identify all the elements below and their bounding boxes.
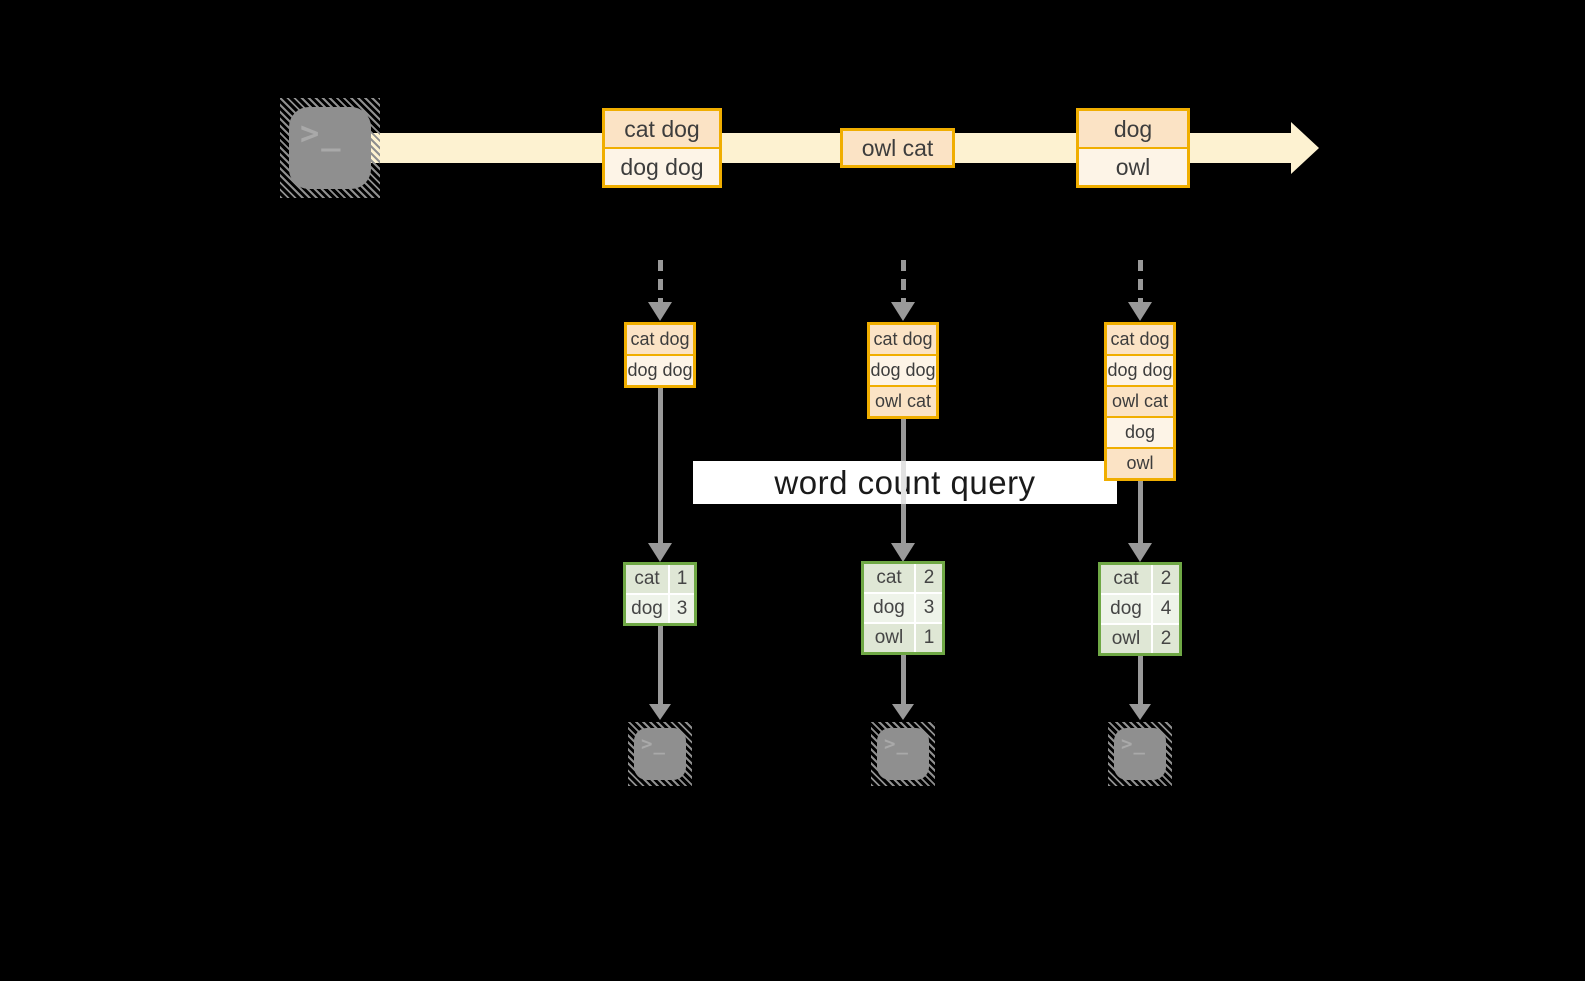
snapshot-stack-1: cat dog dog dog — [624, 322, 696, 388]
query-label-text: word count query — [774, 463, 1036, 501]
word-cell: dog — [626, 595, 668, 623]
arrowhead-sink3-icon — [1129, 704, 1151, 720]
arrow-table1-to-sink1 — [658, 624, 663, 704]
stack-cell: owl cat — [1107, 387, 1173, 416]
terminal-prompt-glyph: >_ — [1121, 733, 1146, 755]
arrowhead-sink1-icon — [649, 704, 671, 720]
stream-record: dog — [1079, 111, 1187, 147]
stream-record-box-2: owl cat — [840, 128, 955, 168]
stream-record: owl cat — [843, 131, 952, 165]
arrow-table2-to-sink2 — [901, 653, 906, 704]
stream-record-box-3: dog owl — [1076, 108, 1190, 188]
word-cell: owl — [864, 624, 914, 652]
stream-record-box-1: cat dog dog dog — [602, 108, 722, 188]
source-terminal-icon: >_ — [280, 98, 380, 198]
arrow-stack1-to-table1 — [658, 386, 663, 544]
terminal-body — [877, 728, 929, 780]
count-cell: 3 — [916, 594, 942, 622]
sink-terminal-icon-2: >_ — [871, 722, 935, 786]
result-table-2: cat 2 dog 3 owl 1 — [861, 561, 945, 655]
result-table-1: cat 1 dog 3 — [623, 562, 697, 626]
word-cell: cat — [864, 564, 914, 592]
stack-cell: dog — [1107, 418, 1173, 447]
stream-record: dog dog — [605, 149, 719, 185]
stream-record: owl — [1079, 149, 1187, 185]
count-cell: 2 — [1153, 565, 1179, 593]
dashed-arrowhead-col3-icon — [1128, 302, 1152, 321]
stack-cell: dog dog — [627, 356, 693, 385]
table-row: owl 2 — [1101, 625, 1179, 653]
word-count-query-label: word count query — [693, 461, 1117, 504]
arrowhead-table3-icon — [1128, 543, 1152, 562]
table-row: dog 4 — [1101, 595, 1179, 623]
terminal-body — [1114, 728, 1166, 780]
snapshot-stack-3: cat dog dog dog owl cat dog owl — [1104, 322, 1176, 481]
stack-cell: dog dog — [1107, 356, 1173, 385]
table-row: owl 1 — [864, 624, 942, 652]
terminal-prompt-glyph: >_ — [300, 114, 343, 152]
arrowhead-table1-icon — [648, 543, 672, 562]
arrow-stack3-to-table3 — [1138, 480, 1143, 544]
dashed-arrow-col3 — [1138, 260, 1143, 302]
sink-terminal-icon-3: >_ — [1108, 722, 1172, 786]
count-cell: 2 — [1153, 625, 1179, 653]
arrow-through-query-box — [901, 461, 906, 504]
dashed-arrowhead-col1-icon — [648, 302, 672, 321]
sink-terminal-icon-1: >_ — [628, 722, 692, 786]
table-row: cat 1 — [626, 565, 694, 593]
snapshot-stack-2: cat dog dog dog owl cat — [867, 322, 939, 419]
stack-cell: owl cat — [870, 387, 936, 416]
count-cell: 1 — [670, 565, 694, 593]
table-row: cat 2 — [1101, 565, 1179, 593]
arrow-stack2-to-table2 — [901, 417, 906, 544]
stack-cell: owl — [1107, 449, 1173, 478]
stream-record: cat dog — [605, 111, 719, 147]
table-row: cat 2 — [864, 564, 942, 592]
table-row: dog 3 — [864, 594, 942, 622]
arrowhead-sink2-icon — [892, 704, 914, 720]
count-cell: 1 — [916, 624, 942, 652]
word-cell: dog — [864, 594, 914, 622]
word-cell: dog — [1101, 595, 1151, 623]
count-cell: 4 — [1153, 595, 1179, 623]
stack-cell: dog dog — [870, 356, 936, 385]
table-row: dog 3 — [626, 595, 694, 623]
terminal-prompt-glyph: >_ — [641, 733, 666, 755]
dashed-arrow-col2 — [901, 260, 906, 302]
terminal-prompt-glyph: >_ — [884, 733, 909, 755]
word-cell: cat — [626, 565, 668, 593]
stream-arrowhead-icon — [1291, 122, 1319, 174]
stack-cell: cat dog — [1107, 325, 1173, 354]
count-cell: 3 — [670, 595, 694, 623]
word-cell: owl — [1101, 625, 1151, 653]
result-table-3: cat 2 dog 4 owl 2 — [1098, 562, 1182, 656]
count-cell: 2 — [916, 564, 942, 592]
stack-cell: cat dog — [870, 325, 936, 354]
terminal-body — [634, 728, 686, 780]
terminal-body — [289, 107, 371, 189]
arrow-table3-to-sink3 — [1138, 654, 1143, 704]
arrowhead-table2-icon — [891, 543, 915, 562]
word-cell: cat — [1101, 565, 1151, 593]
dashed-arrow-col1 — [658, 260, 663, 302]
stack-cell: cat dog — [627, 325, 693, 354]
dashed-arrowhead-col2-icon — [891, 302, 915, 321]
